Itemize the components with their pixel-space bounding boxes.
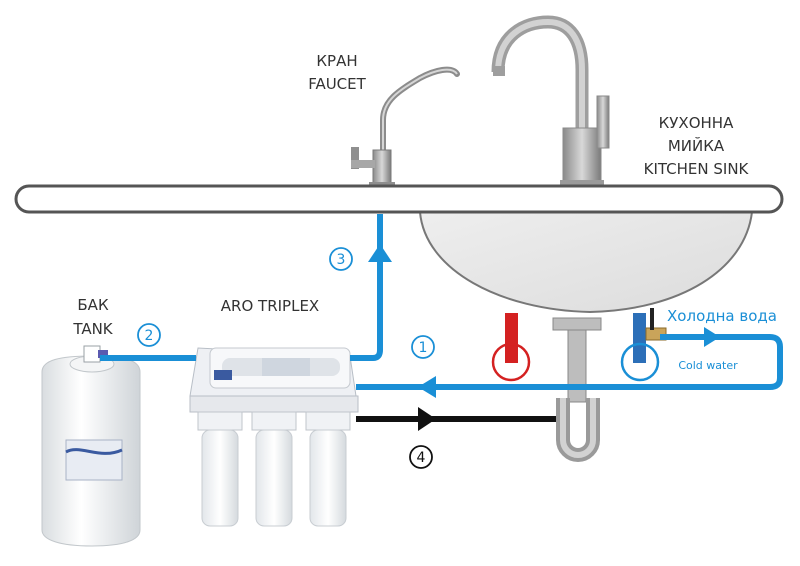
step-marker-1: 1: [411, 335, 435, 359]
ro-faucet-icon: [351, 66, 460, 188]
step-number: 2: [145, 328, 154, 344]
arrow-right-drain-icon: [418, 407, 436, 431]
line-filter-to-faucet: [350, 214, 383, 361]
sink-label-en: KITCHEN SINK: [644, 160, 750, 178]
tank-label-ua: БАК: [77, 296, 109, 314]
cold-water-valve-icon: [620, 308, 667, 382]
arrow-left-icon: [418, 376, 436, 398]
step-marker-3: 3: [329, 247, 353, 271]
line-cold-water-feed: [356, 334, 783, 390]
cold-water-label-en: Cold water: [678, 359, 738, 372]
faucet-label-en: FAUCET: [308, 75, 366, 93]
arrow-right-icon: [704, 327, 720, 347]
ro-filter-system-icon: [189, 347, 359, 527]
step-marker-2: 2: [137, 323, 161, 347]
step-marker-4: 4: [409, 445, 433, 469]
faucet-label-ua: КРАН: [316, 52, 357, 70]
hot-water-valve-icon: [491, 313, 531, 382]
arrow-up-icon: [368, 244, 392, 262]
water-lines: [100, 214, 783, 390]
countertop: [14, 184, 784, 214]
step-number: 3: [337, 252, 346, 268]
tank-label-en: TANK: [72, 320, 113, 338]
step-number: 1: [419, 340, 428, 356]
step-number: 4: [417, 450, 426, 466]
kitchen-sink-tap-icon: [491, 15, 610, 188]
sink-label-ua-1: КУХОННА: [659, 114, 734, 132]
storage-tank-icon: [41, 345, 141, 547]
filter-name-label: ARO TRIPLEX: [221, 297, 319, 315]
sink-bowl: [418, 211, 754, 314]
cold-water-label-ua: Холодна вода: [667, 307, 777, 325]
sink-label-ua-2: МИЙКА: [668, 136, 725, 155]
